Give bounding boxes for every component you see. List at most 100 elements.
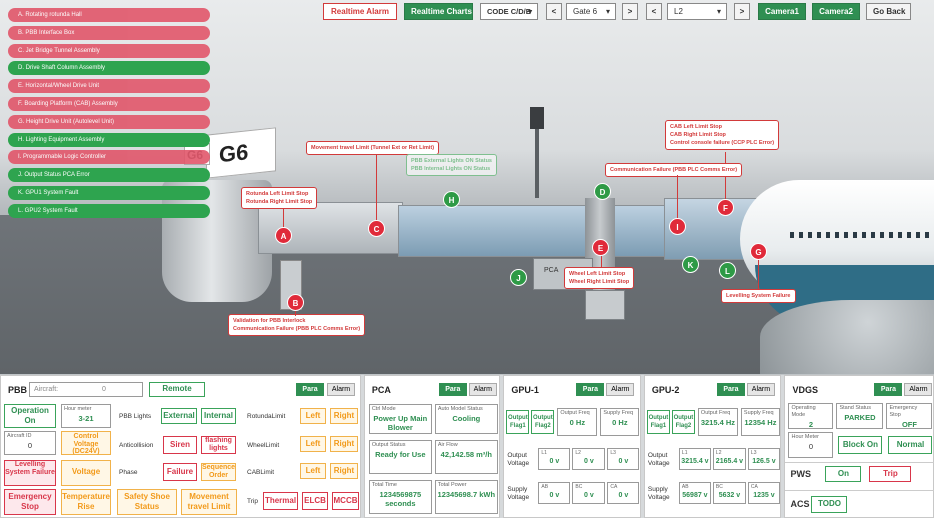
gate-select[interactable]: Gate 6 bbox=[566, 3, 616, 20]
callout-movement-limit[interactable]: Movement travel Limit (Tunnel Ext or Ret… bbox=[306, 141, 440, 155]
total-time-value: 1234569875 seconds bbox=[379, 490, 422, 508]
level-select[interactable]: L2 bbox=[667, 3, 727, 20]
auto-model-value: Cooling bbox=[452, 414, 481, 423]
gpu2-sv-ab-value: 56987 v bbox=[682, 492, 708, 499]
flashing-lights-status: flashing lights bbox=[201, 436, 236, 454]
camera1-button[interactable]: Camera1 bbox=[758, 3, 806, 20]
marker-g[interactable]: G bbox=[750, 243, 767, 260]
callout-line: Wheel Right Limit Stop bbox=[569, 279, 630, 285]
gpu1-sv-ca-value: 0 v bbox=[618, 492, 629, 499]
gpu2-ov-l1-value: 3215.4 v bbox=[681, 458, 709, 465]
callout-comm-failure[interactable]: Communication Failure (PBB PLC Comms Err… bbox=[605, 163, 743, 177]
go-back-button[interactable]: Go Back bbox=[866, 3, 911, 20]
gpu1-output-flag2: Output Flag2 bbox=[531, 410, 555, 434]
prev-level-button[interactable]: < bbox=[646, 3, 662, 20]
pca-para-button[interactable]: Para bbox=[438, 383, 467, 396]
fault-item[interactable]: B. PBB Interface Box bbox=[8, 25, 210, 40]
fault-item[interactable]: D. Drive Shaft Column Assembly bbox=[8, 61, 210, 76]
gpu2-para-button[interactable]: Para bbox=[716, 383, 745, 396]
realtime-alarm-button[interactable]: Realtime Alarm bbox=[323, 3, 397, 20]
code-select[interactable]: CODE C/D/E bbox=[480, 3, 538, 20]
marker-b[interactable]: B bbox=[287, 294, 304, 311]
next-level-button[interactable]: > bbox=[734, 3, 750, 20]
fault-item[interactable]: A. Rotating rotunda Hall bbox=[8, 8, 210, 22]
gpu1-ov-l1-value: 0 v bbox=[549, 458, 560, 465]
gpu1-l1-label: L1 bbox=[541, 450, 547, 456]
aircraft-label: Aircraft: bbox=[34, 386, 59, 393]
callout-wheel-limits[interactable]: Wheel Left Limit Stop Wheel Right Limit … bbox=[564, 267, 635, 289]
prev-gate-button[interactable]: < bbox=[546, 3, 562, 20]
fault-item[interactable]: I. Programmable Logic Controller bbox=[8, 150, 210, 165]
gpu2-output-flag1: Output Flag1 bbox=[646, 410, 670, 434]
marker-c[interactable]: C bbox=[368, 220, 385, 237]
callout-cab-limits[interactable]: CAB Left Limit Stop CAB Right Limit Stop… bbox=[665, 120, 780, 150]
gpu2-supply-freq-value: 12354 Hz bbox=[744, 418, 777, 427]
callout-rotunda-limits[interactable]: Rotunda Left Limit Stop Rotunda Right Li… bbox=[241, 187, 318, 209]
camera2-button[interactable]: Camera2 bbox=[812, 3, 860, 20]
fault-item[interactable]: H. Lighting Equipment Assembly bbox=[8, 132, 210, 147]
marker-i[interactable]: I bbox=[669, 218, 686, 235]
fault-item[interactable]: G. Height Drive Unit (Autolevel Unit) bbox=[8, 114, 210, 129]
pws-label: PWS bbox=[790, 469, 811, 479]
gpu2-alarm-button[interactable]: Alarm bbox=[746, 383, 775, 396]
callout-line: CAB Left Limit Stop bbox=[670, 124, 722, 130]
pca-title: PCA bbox=[371, 385, 391, 395]
gpu2-output-freq-box: Output Freq 3215.4 Hz bbox=[697, 408, 738, 436]
fault-item[interactable]: J. Output Status PCA Error bbox=[8, 168, 210, 183]
pws-on-status: On bbox=[825, 466, 862, 482]
operating-mode-label: Operating Mode bbox=[791, 405, 816, 418]
voltage-drop-status: Voltage Drop bbox=[61, 460, 111, 498]
pca-alarm-button[interactable]: Alarm bbox=[468, 383, 497, 396]
callout-line: PBB Internal Lights ON Status bbox=[411, 166, 491, 172]
fault-item[interactable]: E. Horizontal/Wheel Drive Unit bbox=[8, 79, 210, 94]
airplane-engine bbox=[760, 300, 934, 374]
next-gate-button[interactable]: > bbox=[622, 3, 638, 20]
leader-a bbox=[283, 208, 284, 228]
leader-g bbox=[758, 260, 759, 290]
scene-3d-view[interactable]: G6 G6 PCA Rotunda Left Limit Stop Rotund… bbox=[0, 0, 934, 374]
callout-line: CAB Right Limit Stop bbox=[670, 132, 726, 138]
fault-item[interactable]: F. Boarding Platform (CAB) Assembly bbox=[8, 96, 210, 111]
marker-e[interactable]: E bbox=[592, 239, 609, 256]
marker-h[interactable]: H bbox=[443, 191, 460, 208]
phase-label: Phase bbox=[119, 469, 138, 476]
gpu1-sv-ab-value: 0 v bbox=[549, 492, 560, 499]
marker-d[interactable]: D bbox=[594, 183, 611, 200]
fault-item[interactable]: C. Jet Bridge Tunnel Assembly bbox=[8, 43, 210, 58]
ctrl-mode-box: Ctrl Mode Power Up Main Blower bbox=[368, 404, 432, 434]
marker-a[interactable]: A bbox=[275, 227, 292, 244]
marker-k[interactable]: K bbox=[682, 256, 699, 273]
operation-on-status: Operation On bbox=[4, 404, 56, 428]
hour-meter-vdgs-box: Hour Meter 0 bbox=[788, 432, 834, 458]
gpu1-output-freq-box: Output Freq 0 Hz bbox=[557, 408, 598, 436]
pbb-para-button[interactable]: Para bbox=[296, 383, 324, 396]
realtime-charts-button[interactable]: Realtime Charts bbox=[404, 3, 473, 20]
callout-lights-status[interactable]: PBB External Lights ON Status PBB Intern… bbox=[406, 154, 497, 176]
leader-c bbox=[376, 154, 377, 220]
hour-meter-value: 3-21 bbox=[78, 414, 94, 423]
callout-levelling-failure[interactable]: Levelling System Failure bbox=[721, 289, 796, 303]
vdgs-para-button[interactable]: Para bbox=[874, 383, 903, 396]
gpu1-para-button[interactable]: Para bbox=[576, 383, 605, 396]
ctrl-mode-label: Ctrl Mode bbox=[371, 406, 396, 412]
auto-model-label: Auto Model Status bbox=[437, 406, 483, 412]
vdgs-alarm-button[interactable]: Alarm bbox=[904, 383, 933, 396]
emergency-stop-box: Emergency Stop OFF bbox=[886, 403, 933, 429]
gpu1-bc-label: BC bbox=[575, 484, 583, 490]
pbb-alarm-button[interactable]: Alarm bbox=[327, 383, 355, 396]
marker-j[interactable]: J bbox=[510, 269, 527, 286]
remote-button[interactable]: Remote bbox=[149, 382, 205, 397]
callout-interlock[interactable]: Validation for PBB Interlock Communicati… bbox=[228, 314, 366, 336]
hour-meter-box: Hour meter 3-21 bbox=[61, 404, 111, 428]
fault-item[interactable]: L. GPU2 System Fault bbox=[8, 203, 210, 218]
marker-l[interactable]: L bbox=[719, 262, 736, 279]
total-power-box: Total Power 12345698.7 kWh bbox=[434, 480, 498, 514]
marker-f[interactable]: F bbox=[717, 199, 734, 216]
callout-line: Rotunda Right Limit Stop bbox=[246, 199, 313, 205]
normal-status: Normal bbox=[888, 436, 933, 454]
fault-item[interactable]: K. GPU1 System Fault bbox=[8, 185, 210, 200]
gpu1-alarm-button[interactable]: Alarm bbox=[606, 383, 635, 396]
